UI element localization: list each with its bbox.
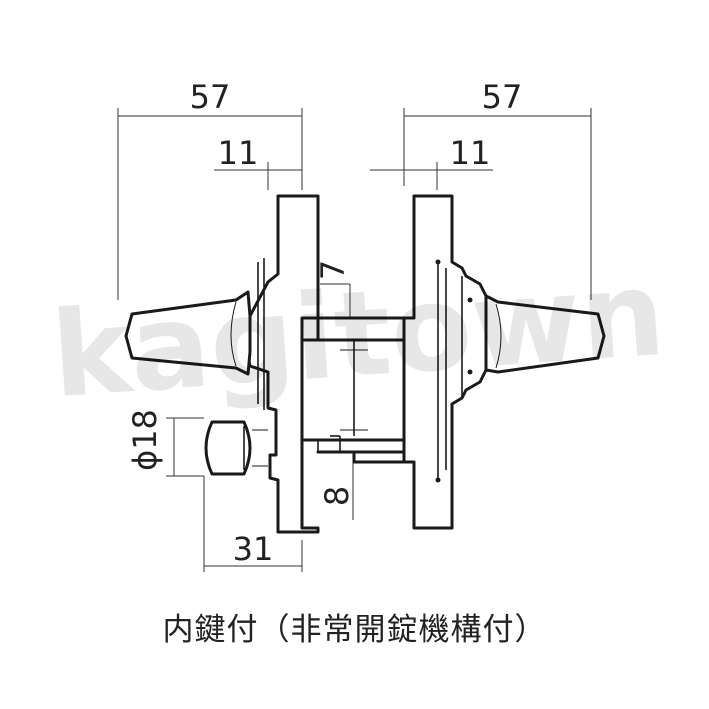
caption: 内鍵付（非常開錠機構付）	[162, 612, 547, 648]
dim-right-width: 57	[482, 78, 523, 116]
dim-right-offset: 11	[450, 134, 491, 172]
dim-thumbturn-diameter: ϕ18	[126, 409, 164, 471]
dim-gap: 8	[318, 486, 356, 506]
dim-left-offset: 11	[218, 134, 259, 172]
watermark-text: kagitown	[47, 244, 669, 424]
spindle-chassis	[300, 316, 406, 464]
dim-thumbturn-reach: 31	[233, 530, 274, 568]
inside-lever-handle	[124, 194, 320, 534]
dim-left-width: 57	[190, 78, 231, 116]
dimension-labels: 57 57 11 11 7 ϕ18 8 31	[126, 78, 522, 568]
dim-small-square: 7	[314, 260, 352, 280]
outside-lever-handle	[402, 194, 606, 530]
